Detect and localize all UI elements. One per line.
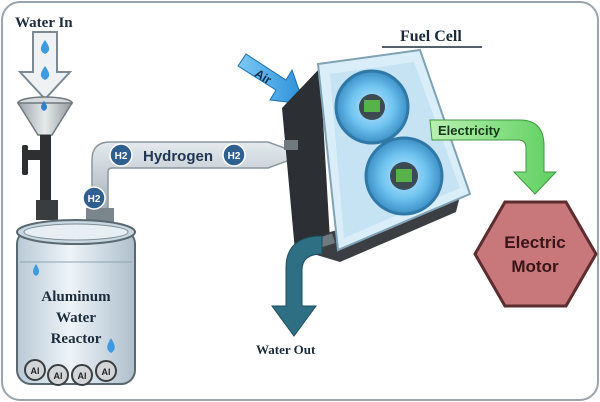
al-pellet-label: Al — [31, 366, 40, 376]
funnel — [16, 102, 74, 136]
fuel-cell-label: Fuel Cell — [400, 28, 462, 45]
air-arrow — [237, 53, 305, 105]
aluminum-pellets: Al Al Al Al — [24, 359, 117, 386]
valve-lever — [22, 145, 28, 175]
h2-badge — [82, 186, 106, 210]
water-drop-icon — [33, 264, 39, 276]
h2-badge — [222, 143, 246, 167]
hydrogen-inlet-fitting — [284, 140, 298, 150]
water-drop-icon — [40, 40, 50, 54]
water-drop-icon — [40, 66, 50, 80]
al-pellet — [24, 359, 46, 381]
water-drop-icon — [41, 101, 47, 111]
water-in-arrow — [17, 31, 73, 101]
al-pellet-label: Al — [78, 371, 87, 381]
funnel-connector — [36, 200, 58, 220]
valve-handle — [24, 150, 41, 160]
electric-motor — [473, 200, 598, 308]
reactor-lid-inner — [23, 223, 129, 241]
fan-circuit — [364, 100, 380, 112]
h2-badge-label: H2 — [88, 194, 101, 205]
hydrogen-label: Hydrogen — [143, 148, 213, 165]
water-drop-icon — [107, 338, 115, 353]
fan-circuit — [396, 169, 412, 182]
electricity-label: Electricity — [438, 123, 501, 138]
motor-label-line2: Motor — [511, 257, 559, 276]
al-pellet — [71, 364, 93, 386]
water-out-label: Water Out — [256, 342, 316, 357]
fuel-cell-side — [282, 68, 330, 262]
h2-badge-label: H2 — [115, 151, 128, 162]
reactor-label-line1: Aluminum — [41, 289, 111, 305]
water-out-arrow — [271, 235, 323, 337]
motor-label-line1: Electric — [504, 233, 565, 252]
al-pellet-label: Al — [102, 367, 111, 377]
reactor-label-line3: Reactor — [51, 331, 102, 347]
funnel-stem — [40, 135, 51, 205]
al-pellet-label: Al — [54, 371, 63, 381]
al-pellet — [47, 364, 69, 386]
water-in-label: Water In — [15, 15, 73, 31]
h2-badge — [109, 143, 133, 167]
fuel-cell-device — [282, 48, 472, 262]
h2-badge-label: H2 — [228, 151, 241, 162]
reactor-label-line2: Water — [56, 310, 96, 326]
pipe-collar — [86, 208, 114, 222]
al-pellet — [95, 360, 117, 382]
electricity-arrow — [429, 119, 558, 195]
